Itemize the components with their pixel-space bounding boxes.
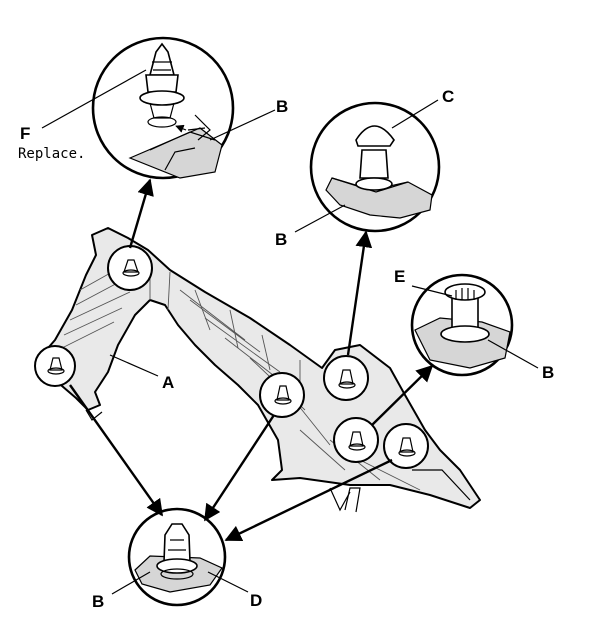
callout-c: C: [442, 87, 454, 106]
callout-d: D: [250, 591, 262, 610]
mount-hole-right-lower: [333, 417, 379, 463]
mount-hole-right-upper: [323, 355, 369, 401]
trim-panel: [39, 227, 481, 513]
callout-b-bottom: B: [92, 592, 104, 611]
detail-circle-clip-c: [309, 101, 441, 233]
callout-b-right: B: [542, 363, 554, 382]
detail-circle-clip-f: [91, 36, 235, 180]
callout-e: E: [394, 267, 405, 286]
mount-hole-upper-left: [107, 245, 153, 291]
callout-b-center: B: [275, 230, 287, 249]
connector-arrows: [69, 178, 434, 542]
callout-a: A: [162, 373, 174, 392]
callout-b-top: B: [276, 97, 288, 116]
detail-circle-clip-e: [410, 273, 514, 377]
callout-f: F: [20, 124, 30, 143]
mount-hole-middle: [259, 372, 305, 418]
mount-hole-far-right: [383, 423, 429, 469]
leader-lines: [41, 69, 539, 595]
mount-hole-left: [34, 345, 76, 387]
replace-note: Replace.: [18, 146, 85, 162]
detail-circle-clip-d: [127, 507, 227, 607]
